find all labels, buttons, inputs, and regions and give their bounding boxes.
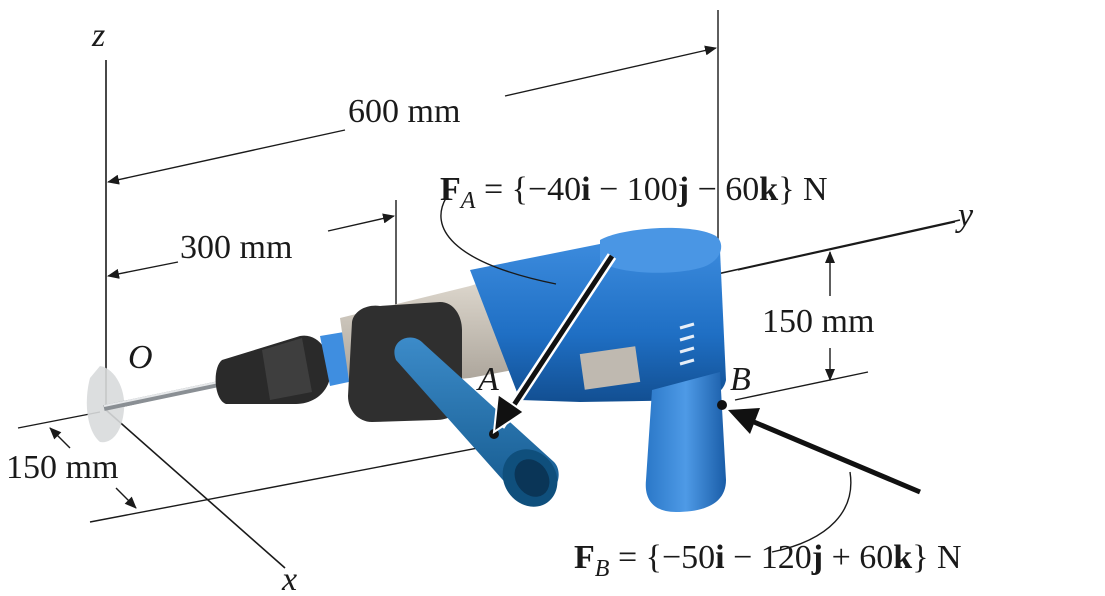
drill-label-plate xyxy=(579,346,641,390)
dim-150r-ext-bottom xyxy=(734,371,869,401)
z-axis-label: z xyxy=(91,17,105,54)
force-b-i: i xyxy=(715,539,724,576)
force-a-tail: } N xyxy=(778,171,827,208)
drill-bit xyxy=(103,377,239,411)
force-b-label: FB = {−50i − 120j + 60k} N xyxy=(574,539,962,582)
point-b-marker xyxy=(717,400,727,410)
dim-600-arrow-right xyxy=(504,45,717,97)
dim-300-label: 300 mm xyxy=(180,229,292,266)
x-axis-label: x xyxy=(281,561,297,596)
force-a-label: FA = {−40i − 100j − 60k} N xyxy=(440,171,828,214)
dim-600-arrow-left xyxy=(107,129,346,185)
force-a-eq: = {−40 xyxy=(475,171,581,208)
force-b-arrowhead xyxy=(728,408,760,434)
force-a-leader xyxy=(440,197,557,285)
force-a-arrowhead xyxy=(492,392,526,435)
force-b-eq: = {−50 xyxy=(609,539,715,576)
dim-150l-ext-bottom xyxy=(89,439,521,523)
force-b-symbol: F xyxy=(574,539,595,576)
points-group: A B xyxy=(476,361,751,439)
drill-side-handle-end-inner xyxy=(514,459,550,497)
dimensions-group: 600 mm 300 mm 150 mm 150 mm xyxy=(6,10,956,523)
force-a-symbol: F xyxy=(440,171,461,208)
dim-300-arrow-left xyxy=(107,261,179,279)
force-a-subscript: A xyxy=(459,188,476,214)
force-a-j: j xyxy=(677,171,689,208)
x-axis-line xyxy=(105,409,286,569)
point-b-label: B xyxy=(730,361,751,398)
force-b-k: k xyxy=(893,539,912,576)
dim-150l-label: 150 mm xyxy=(6,449,118,486)
force-b-mid2: + 60 xyxy=(823,539,893,576)
drill-illustration xyxy=(86,227,726,512)
force-a-mid1: − 100 xyxy=(591,171,678,208)
drill-body-top xyxy=(600,227,722,273)
forces-group xyxy=(440,197,921,553)
force-b-leader xyxy=(771,471,852,553)
origin-label: O xyxy=(128,339,153,376)
force-b-mid1: − 120 xyxy=(725,539,812,576)
drill-body xyxy=(470,232,726,402)
force-a-i: i xyxy=(581,171,590,208)
point-a-label: A xyxy=(476,361,499,398)
dim-300-arrow-right xyxy=(327,213,395,232)
dim-150l-arrow-bottom xyxy=(115,487,137,509)
dim-150r-ext-top xyxy=(737,221,956,271)
force-b-arrow xyxy=(753,419,921,495)
drill-hole-shadow xyxy=(86,366,125,443)
dim-150l-arrow-top xyxy=(49,427,71,449)
drill-grip xyxy=(645,372,726,512)
force-b-tail: } N xyxy=(912,539,961,576)
dim-150l-ext-top xyxy=(17,411,101,429)
y-axis-label: y xyxy=(955,197,974,234)
drill-bit-highlight xyxy=(103,377,239,407)
force-a-mid2: − 60 xyxy=(689,171,759,208)
dim-150r-label: 150 mm xyxy=(762,303,874,340)
drill-vents xyxy=(679,322,695,366)
force-b-j: j xyxy=(811,539,823,576)
drill-chuck-ring xyxy=(262,338,312,400)
force-a-k: k xyxy=(759,171,778,208)
force-b-subscript: B xyxy=(595,556,610,582)
force-a-arrow xyxy=(509,254,615,410)
dim-600-label: 600 mm xyxy=(348,93,460,130)
